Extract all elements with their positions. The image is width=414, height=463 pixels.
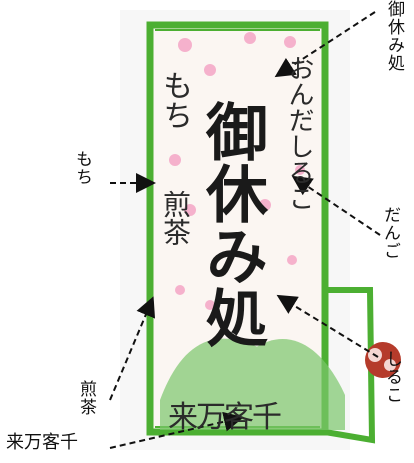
banner-bottom-text: 来万客千 [168, 400, 282, 435]
label-shiruko: しるこ [382, 350, 402, 404]
label-sencha: 煎茶 [76, 380, 96, 416]
label-senkyaku: 来万客千 [6, 432, 78, 453]
banner-left-bottom-text: 煎茶 [159, 190, 192, 246]
banner-right-text: おんだしるこ [284, 55, 314, 211]
banner-main-text: 御休み処 [195, 100, 268, 348]
cherry-blossoms [169, 32, 305, 310]
label-mochi: もち [72, 150, 92, 186]
label-mitokoro: 御休み処 [384, 0, 404, 72]
banner-left-top-text: もち [157, 70, 192, 130]
callout-arrows [109, 11, 381, 449]
label-dango: だんご [380, 206, 400, 260]
grass [160, 338, 345, 430]
